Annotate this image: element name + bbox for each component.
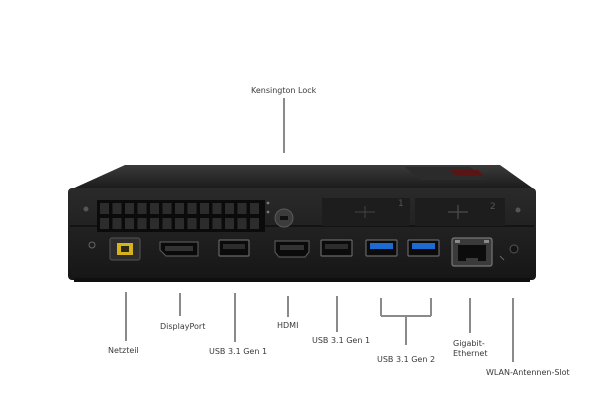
wlan-antenna-slot bbox=[509, 244, 519, 254]
vent-slot bbox=[137, 203, 147, 214]
vent-slot bbox=[150, 218, 159, 229]
label-displayport: DisplayPort bbox=[160, 322, 206, 331]
screw-icon bbox=[83, 206, 89, 212]
label-wlan: WLAN-Antennen-Slot bbox=[486, 368, 570, 377]
vent-slot bbox=[137, 218, 147, 229]
slot-marking-1: 1 bbox=[398, 199, 404, 209]
vent-slots bbox=[100, 203, 259, 229]
vent-slot bbox=[175, 218, 184, 229]
label-usb-blue: USB 3.1 Gen 2 bbox=[377, 355, 436, 364]
screw-icon bbox=[515, 207, 521, 213]
label-kensington-lock: Kensington Lock bbox=[251, 86, 317, 95]
vent-slot bbox=[125, 218, 134, 229]
vent-slot bbox=[125, 203, 134, 214]
vent-slot bbox=[225, 203, 234, 214]
power-icon bbox=[88, 241, 96, 249]
vent-slot bbox=[187, 218, 197, 229]
vent-slot bbox=[212, 203, 222, 214]
label-power: Netzteil bbox=[108, 346, 139, 355]
vent-slot bbox=[200, 218, 209, 229]
vent-slot bbox=[112, 218, 122, 229]
vent-slot bbox=[237, 218, 247, 229]
vent-slot bbox=[100, 218, 109, 229]
label-ethernet-2: Ethernet bbox=[453, 349, 488, 358]
label-usb-left: USB 3.1 Gen 1 bbox=[209, 347, 268, 356]
vent-slot bbox=[150, 203, 159, 214]
vent-slot bbox=[225, 218, 234, 229]
label-hdmi: HDMI bbox=[277, 321, 299, 330]
vent-slot bbox=[187, 203, 197, 214]
slot-marking-2: 2 bbox=[490, 202, 496, 212]
vent-slot bbox=[162, 203, 172, 214]
vent-slot bbox=[100, 203, 109, 214]
vent-slot bbox=[112, 203, 122, 214]
label-ethernet-1: Gigabit- bbox=[453, 339, 485, 348]
vent-slot bbox=[250, 218, 259, 229]
vent-slot bbox=[250, 203, 259, 214]
vent-slot bbox=[212, 218, 222, 229]
vent-slot bbox=[200, 203, 209, 214]
brand-accent bbox=[450, 170, 484, 176]
vent-slot bbox=[175, 203, 184, 214]
label-usb-mid: USB 3.1 Gen 1 bbox=[312, 336, 371, 345]
vent-slot bbox=[237, 203, 247, 214]
vent-slot bbox=[162, 218, 172, 229]
